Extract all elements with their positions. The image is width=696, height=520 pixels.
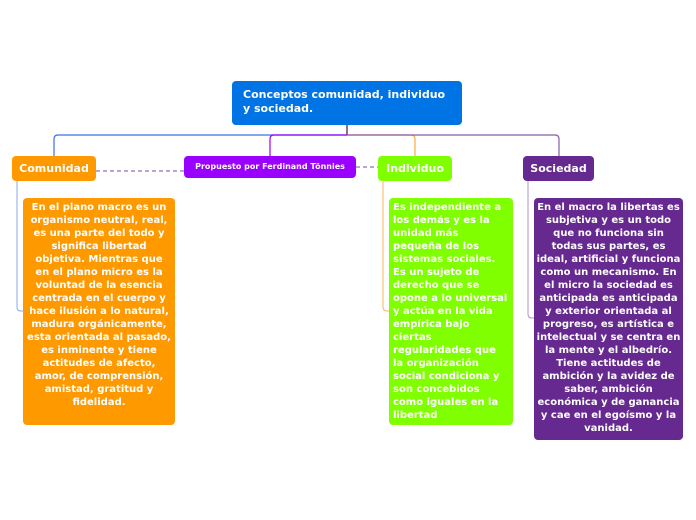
comunidad-description[interactable]: En el plano macro es un organismo neutra…: [23, 198, 175, 425]
node-sociedad[interactable]: Sociedad: [523, 156, 594, 181]
root-node[interactable]: Conceptos comunidad, individuo y socieda…: [232, 81, 462, 125]
sociedad-text: En el macro la libertas es subjetiva y e…: [536, 202, 681, 434]
individuo-text: Es independiente a los demás y es la uni…: [393, 202, 508, 421]
node-individuo[interactable]: Individuo: [378, 156, 452, 181]
propuesto-label: Propuesto por Ferdinand Tönnies: [195, 162, 345, 171]
comunidad-label: Comunidad: [19, 162, 89, 175]
comunidad-text: En el plano macro es un organismo neutra…: [27, 202, 171, 408]
root-title: Conceptos comunidad, individuo y socieda…: [243, 88, 446, 115]
node-propuesto[interactable]: Propuesto por Ferdinand Tönnies: [184, 156, 356, 178]
node-comunidad[interactable]: Comunidad: [12, 156, 96, 181]
individuo-label: Individuo: [386, 162, 444, 175]
sociedad-description[interactable]: En el macro la libertas es subjetiva y e…: [534, 198, 683, 440]
individuo-description[interactable]: Es independiente a los demás y es la uni…: [389, 198, 513, 425]
sociedad-label: Sociedad: [530, 162, 587, 175]
